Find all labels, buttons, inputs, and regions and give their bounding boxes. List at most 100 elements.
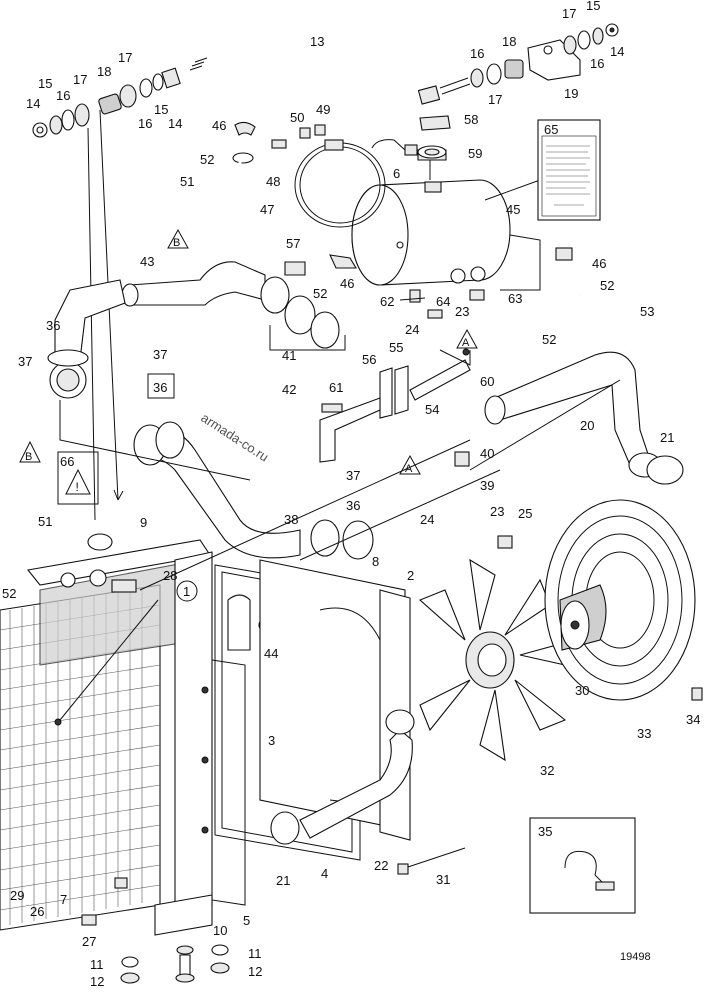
fan-guard — [544, 499, 703, 701]
callout-54: 54 — [425, 402, 439, 417]
filler-cap — [417, 115, 451, 159]
callout-30: 30 — [575, 683, 589, 698]
callout-14a: 14 — [26, 96, 40, 111]
callout-24b: 24 — [420, 512, 434, 527]
connector-a-1: A — [462, 337, 470, 349]
callout-46b: 46 — [340, 276, 354, 291]
callout-17a: 17 — [73, 72, 87, 87]
callout-21a: 21 — [660, 430, 674, 445]
callout-48: 48 — [266, 174, 280, 189]
clip-inset — [529, 817, 636, 914]
callout-61: 61 — [329, 380, 343, 395]
fan-shroud — [259, 559, 415, 845]
connector-markers: B B A A ! — [19, 228, 478, 505]
callout-63: 63 — [508, 291, 522, 306]
callout-4: 4 — [321, 866, 328, 881]
lower-right-hose — [484, 247, 684, 485]
mount-hardware — [81, 877, 230, 984]
radiator-assembly — [0, 533, 213, 936]
callout-33: 33 — [637, 726, 651, 741]
callout-14b: 14 — [168, 116, 182, 131]
callout-46c: 46 — [592, 256, 606, 271]
callout-18a: 18 — [97, 64, 111, 79]
callout-52e: 52 — [2, 586, 16, 601]
callout-42: 42 — [282, 382, 296, 397]
long-bolt — [397, 847, 466, 875]
deaeration-pipe — [189, 35, 471, 108]
warning-triangle-icon — [65, 468, 91, 495]
callout-2: 2 — [407, 568, 414, 583]
callout-1: 1 — [183, 584, 190, 599]
callout-56: 56 — [362, 352, 376, 367]
callout-16a: 16 — [56, 88, 70, 103]
callout-65: 65 — [544, 122, 558, 137]
callout-66: 66 — [60, 454, 74, 469]
callout-26: 26 — [30, 904, 44, 919]
callout-6: 6 — [393, 166, 400, 181]
callout-25: 25 — [518, 506, 532, 521]
callout-16c: 16 — [470, 46, 484, 61]
callout-59: 59 — [468, 146, 482, 161]
tank-strap — [294, 139, 386, 228]
callout-31: 31 — [436, 872, 450, 887]
callout-35: 35 — [538, 824, 552, 839]
callout-60: 60 — [480, 374, 494, 389]
callout-15c: 15 — [586, 0, 600, 13]
callout-12a: 12 — [90, 974, 104, 989]
callout-53: 53 — [640, 304, 654, 319]
callout-40: 40 — [480, 446, 494, 461]
callout-38: 38 — [284, 512, 298, 527]
callout-52d: 52 — [542, 332, 556, 347]
callout-3: 3 — [268, 733, 275, 748]
callout-20: 20 — [580, 418, 594, 433]
callout-62: 62 — [380, 294, 394, 309]
callout-labels: 1 2 3 4 5 6 7 8 9 10 11 11 12 12 13 14 1… — [2, 0, 700, 989]
callout-5: 5 — [243, 913, 250, 928]
callout-52a: 52 — [200, 152, 214, 167]
callout-57: 57 — [286, 236, 300, 251]
tank-bracket — [319, 348, 471, 463]
callout-43: 43 — [140, 254, 154, 269]
connector-b-2: B — [25, 451, 32, 463]
callout-21b: 21 — [276, 873, 290, 888]
callout-14c: 14 — [610, 44, 624, 59]
callout-52b: 52 — [313, 286, 327, 301]
callout-58: 58 — [464, 112, 478, 127]
figure-number: 19498 — [620, 951, 651, 963]
callout-8: 8 — [372, 554, 379, 569]
callout-18b: 18 — [502, 34, 516, 49]
callout-23a: 23 — [455, 304, 469, 319]
callout-32: 32 — [540, 763, 554, 778]
callout-13: 13 — [310, 34, 324, 49]
callout-45: 45 — [506, 202, 520, 217]
callout-47: 47 — [260, 202, 274, 217]
callout-37a: 37 — [18, 354, 32, 369]
callout-51a: 51 — [180, 174, 194, 189]
middle-hose — [133, 421, 374, 560]
callout-49: 49 — [316, 102, 330, 117]
callout-44: 44 — [264, 646, 278, 661]
upper-hose — [47, 261, 266, 399]
callout-23b: 23 — [490, 504, 504, 519]
callout-39: 39 — [480, 478, 494, 493]
callout-15b: 15 — [154, 102, 168, 117]
callout-17c: 17 — [488, 92, 502, 107]
decal-plate — [537, 119, 601, 221]
callout-7: 7 — [60, 892, 67, 907]
callout-12b: 12 — [248, 964, 262, 979]
callout-41: 41 — [282, 348, 296, 363]
connector-b-1: B — [173, 237, 180, 249]
callout-37b: 37 — [153, 347, 167, 362]
callout-9: 9 — [140, 515, 147, 530]
callout-17b: 17 — [118, 50, 132, 65]
callout-52c: 52 — [600, 278, 614, 293]
watermark: armada-co.ru — [198, 410, 271, 465]
tank-fittings — [183, 121, 485, 319]
callout-37c: 37 — [346, 468, 360, 483]
connector-a-2: A — [405, 463, 413, 475]
hose-clamps-41 — [260, 276, 346, 351]
callout-46a: 46 — [212, 118, 226, 133]
callout-28: 28 — [163, 568, 177, 583]
callout-24a: 24 — [405, 322, 419, 337]
